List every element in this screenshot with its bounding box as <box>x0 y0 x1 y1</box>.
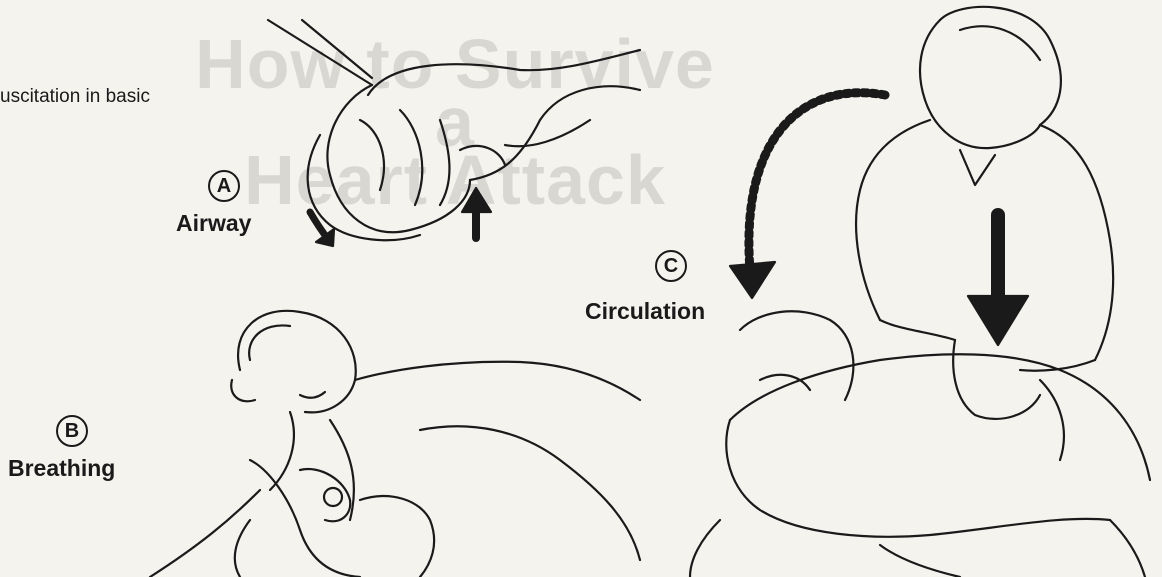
circulation-dotted-arrowhead <box>730 262 775 298</box>
step-b-badge: B <box>56 415 88 447</box>
circulation-illustration <box>690 7 1150 577</box>
step-a-badge: A <box>208 170 240 202</box>
step-a-label: Airway <box>176 210 251 237</box>
airway-illustration <box>268 20 640 240</box>
step-c-badge: C <box>655 250 687 282</box>
step-c-label: Circulation <box>585 298 705 325</box>
airway-lift-arrowhead <box>462 188 491 212</box>
circulation-dotted-arrow <box>749 93 885 270</box>
step-b-label: Breathing <box>8 455 115 482</box>
breathing-illustration <box>150 311 640 577</box>
compression-down-arrowhead <box>968 296 1028 345</box>
